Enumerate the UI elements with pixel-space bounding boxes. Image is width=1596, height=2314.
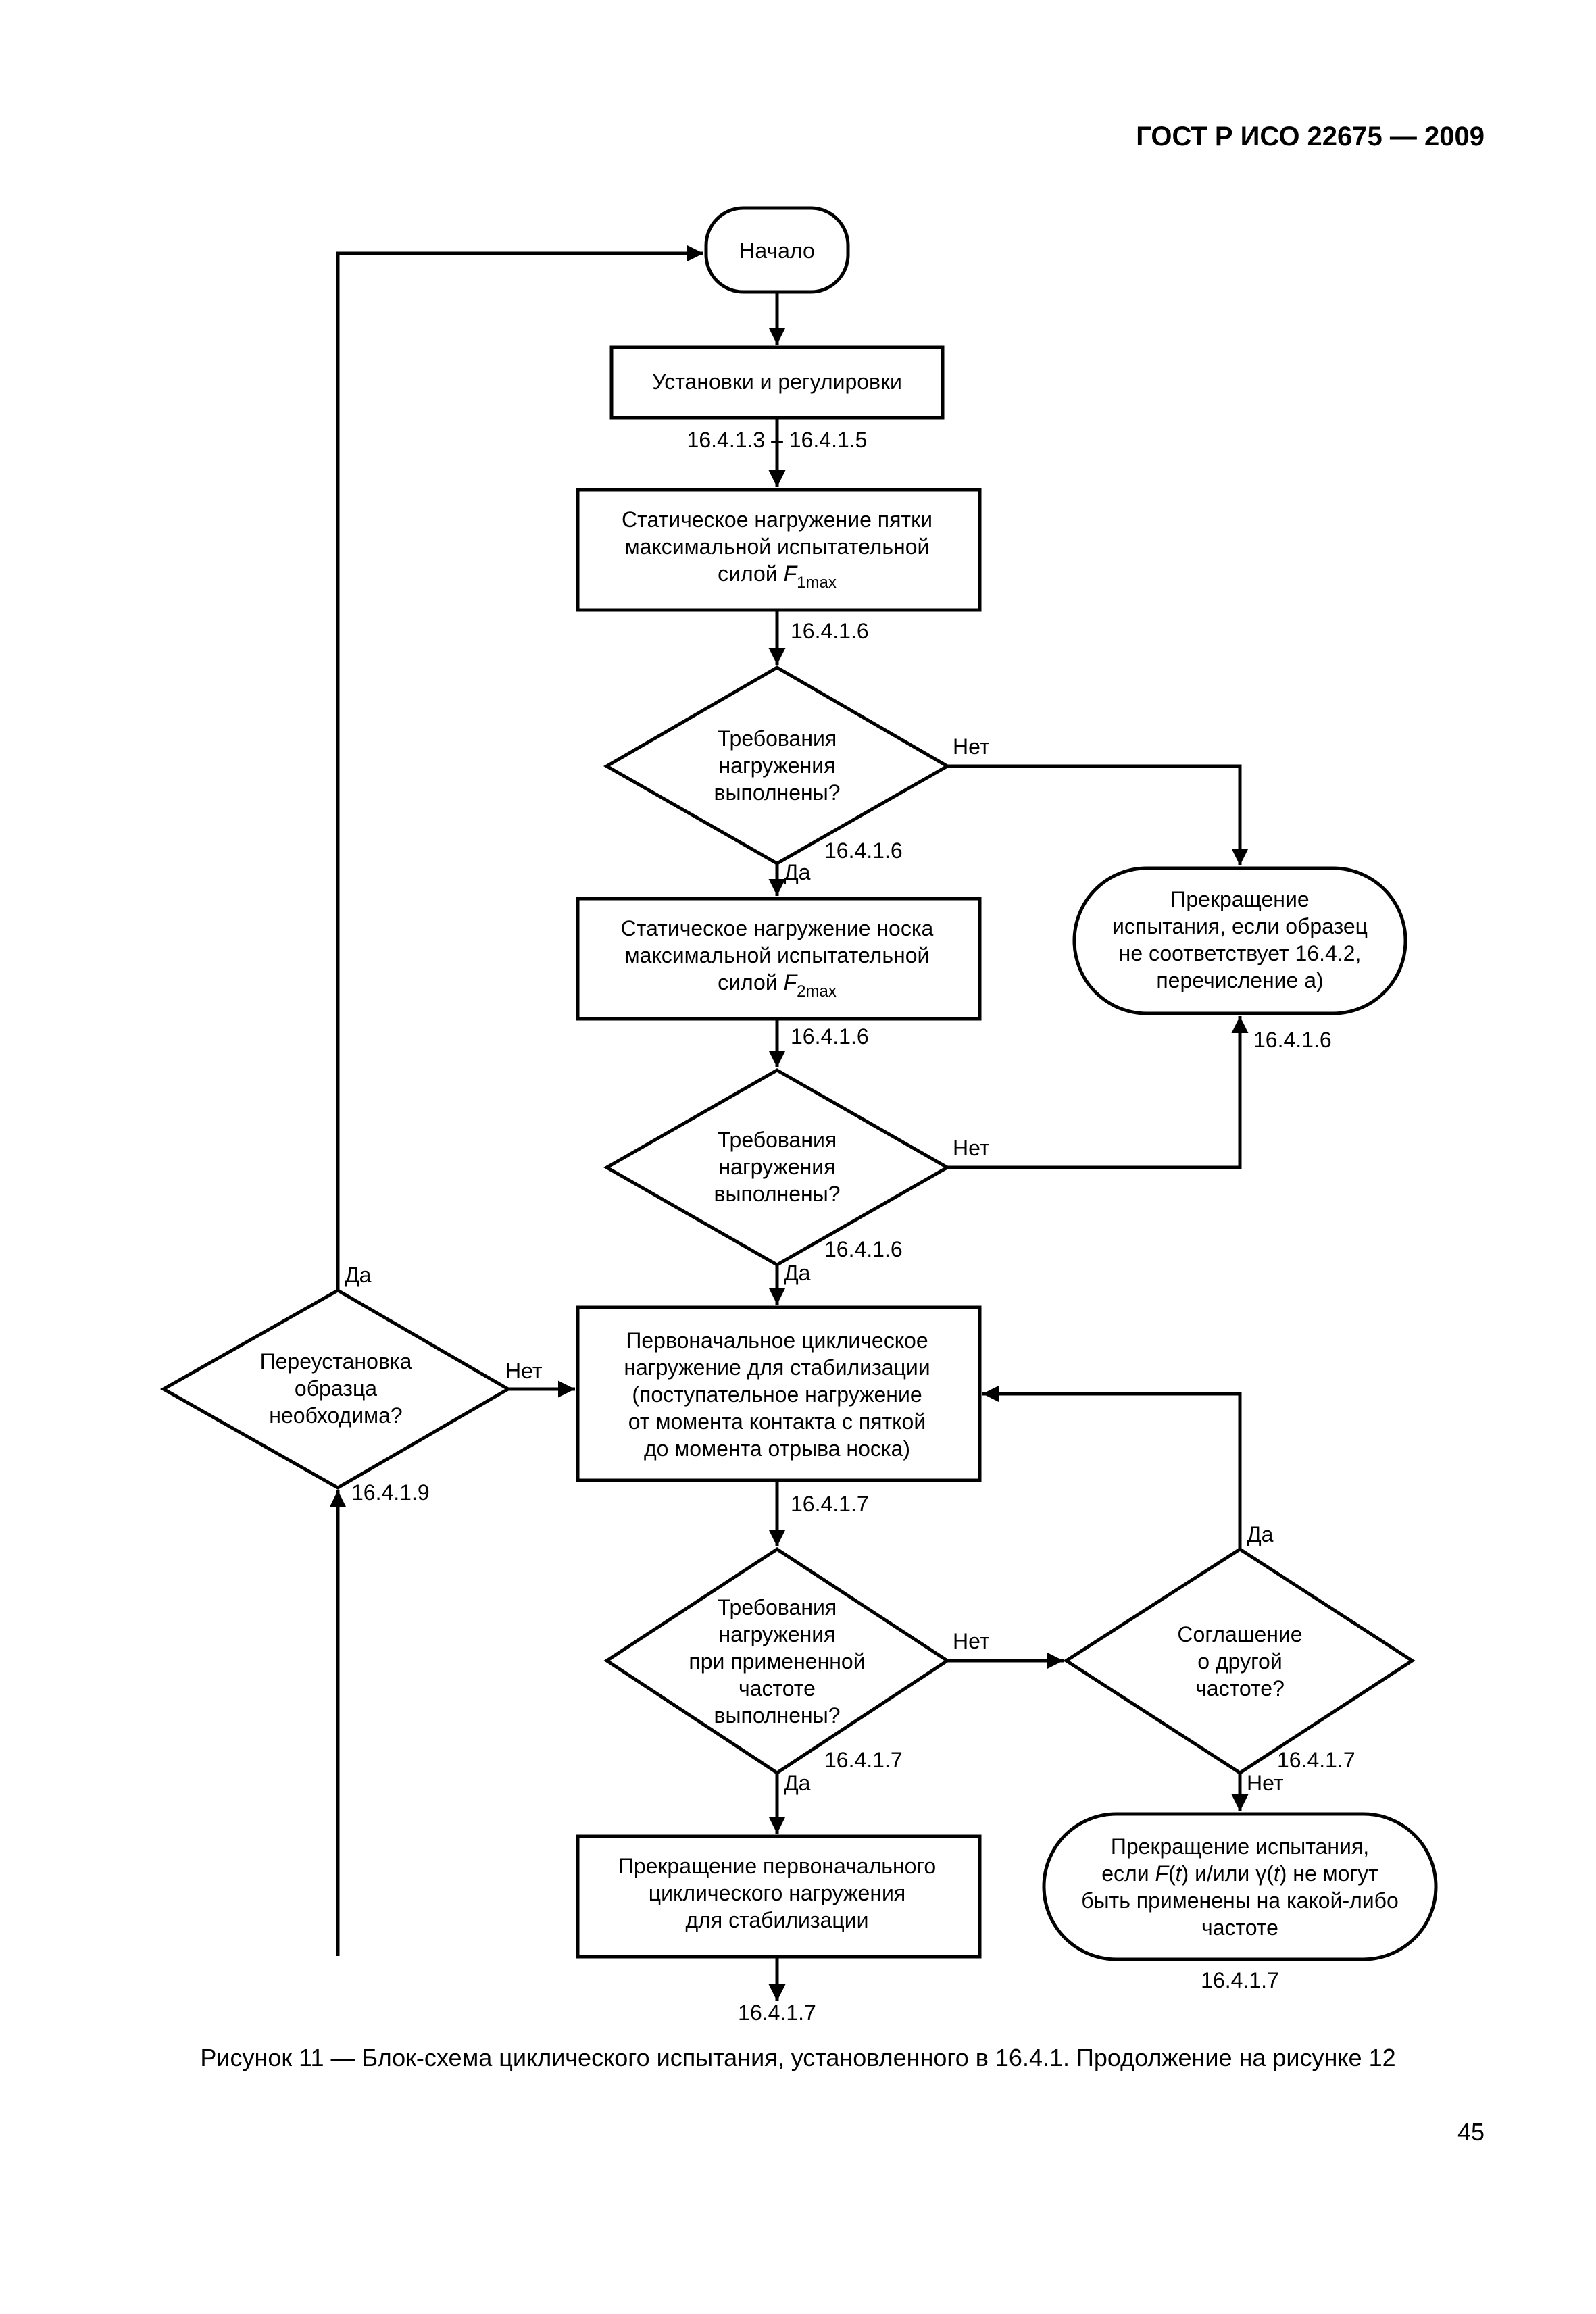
agree-yes-label: Да: [1247, 1522, 1274, 1546]
stop2-line-2: если F(t) и/или γ(t) не могут: [1101, 1861, 1378, 1886]
cyclic-line-3: (поступательное нагружение: [632, 1382, 922, 1407]
cyclic-line-4: от момента контакта с пяткой: [628, 1409, 926, 1434]
stop-test-terminator-1: [1072, 866, 1407, 1015]
ref-reinstall: 16.4.1.9: [351, 1480, 430, 1505]
ref-heel: 16.4.1.6: [791, 619, 869, 643]
reinstall-yes-label: Да: [345, 1263, 372, 1287]
d2-yes-label: Да: [784, 1261, 811, 1285]
reinstall-line-3: необходима?: [269, 1403, 402, 1428]
ref-d2: 16.4.1.6: [824, 1237, 903, 1261]
d1-line-1: Требования: [718, 726, 837, 751]
stop1-line-2: испытания, если образец: [1112, 914, 1368, 938]
heel-line-1: Статическое нагружение пятки: [622, 507, 932, 532]
ref-stop1: 16.4.1.6: [1253, 1028, 1332, 1052]
stop1-line-3: не соответствует 16.4.2,: [1119, 941, 1362, 965]
reinstall-no-label: Нет: [505, 1359, 543, 1383]
agree-no-label: Нет: [1247, 1771, 1284, 1795]
ref-stop2: 16.4.1.7: [1201, 1968, 1279, 1992]
ref-cyclic: 16.4.1.7: [791, 1492, 869, 1516]
heel-line-2: максимальной испытательной: [625, 534, 930, 559]
cyclic-line-2: нагружение для стабилизации: [624, 1355, 930, 1380]
figure-caption: Рисунок 11 — Блок-схема циклического исп…: [200, 2044, 1396, 2071]
ref-stop-cyclic: 16.4.1.7: [738, 2001, 816, 2025]
d2-line-1: Требования: [718, 1128, 837, 1152]
toe-line-1: Статическое нагружение носка: [621, 916, 934, 940]
cyclic-loading-box: [576, 1305, 982, 1482]
toe-loading-box: [576, 897, 982, 1021]
d3-line-1: Требования: [718, 1595, 837, 1619]
agree-line-3: частоте?: [1195, 1676, 1285, 1701]
d3-line-2: нагружения: [718, 1622, 835, 1646]
d1-no-label: Нет: [953, 734, 990, 759]
arrow-reinstall-yes-to-start: [336, 245, 703, 1290]
d2-line-2: нагружения: [718, 1155, 835, 1179]
stop-cyclic-line-2: циклического нагружения: [649, 1881, 905, 1905]
stop-cyclic-line-3: для стабилизации: [686, 1908, 869, 1932]
arrow-agree-yes-to-cyclic: [982, 1385, 1242, 1549]
ref-agree: 16.4.1.7: [1277, 1748, 1355, 1772]
d1-yes-label: Да: [784, 860, 811, 884]
toe-line-3: силой F2max: [718, 970, 837, 1001]
d2-no-label: Нет: [953, 1136, 990, 1160]
stop-cyclic-box: [576, 1834, 982, 1959]
reinstall-diamond: [159, 1288, 512, 1490]
stop2-line-4: частоте: [1201, 1915, 1278, 1940]
d1-line-3: выполнены?: [714, 780, 840, 805]
heel-loading-box: [576, 488, 982, 612]
ref-d1: 16.4.1.6: [824, 838, 903, 863]
agree-line-1: Соглашение: [1177, 1622, 1302, 1646]
reinstall-line-2: образца: [295, 1376, 377, 1401]
stop-cyclic-line-1: Прекращение первоначального: [618, 1854, 936, 1878]
arrow-d1-no-to-stop1: [947, 764, 1249, 865]
heel-line-3: силой F1max: [718, 561, 837, 592]
ref-d3: 16.4.1.7: [824, 1748, 903, 1772]
d3-line-4: частоте: [739, 1676, 816, 1701]
ref-toe: 16.4.1.6: [791, 1024, 869, 1049]
d3-line-5: выполнены?: [714, 1703, 840, 1728]
reinstall-line-1: Переустановка: [260, 1349, 412, 1374]
start-label: Начало: [739, 238, 815, 263]
d3-no-label: Нет: [953, 1629, 990, 1653]
d2-line-3: выполнены?: [714, 1182, 840, 1206]
toe-line-2: максимальной испытательной: [625, 943, 930, 967]
stop2-line-3: быть применены на какой-либо: [1081, 1888, 1399, 1913]
stop1-line-1: Прекращение: [1170, 887, 1309, 911]
ref-setup: 16.4.1.3 – 16.4.1.5: [687, 428, 868, 452]
agree-line-2: о другой: [1197, 1649, 1282, 1674]
setup-label: Установки и регулировки: [652, 370, 902, 394]
d3-line-3: при примененной: [689, 1649, 865, 1674]
cyclic-line-5: до момента отрыва носка): [644, 1436, 910, 1461]
cyclic-line-1: Первоначальное циклическое: [626, 1328, 928, 1353]
document-header: ГОСТ Р ИСО 22675 — 2009: [1136, 122, 1485, 151]
stop1-line-4: перечисление а): [1156, 968, 1323, 992]
stop-test-terminator-2: [1042, 1812, 1438, 1961]
d1-line-2: нагружения: [718, 753, 835, 778]
d3-yes-label: Да: [784, 1771, 811, 1795]
stop2-line-1: Прекращение испытания,: [1111, 1834, 1369, 1859]
arrow-d2-no-to-stop1: [947, 1016, 1249, 1169]
page-number: 45: [1457, 2118, 1485, 2146]
